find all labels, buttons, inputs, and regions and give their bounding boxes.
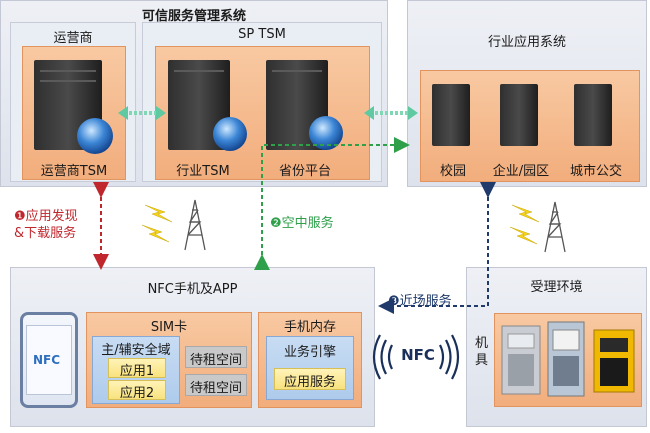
card-reader-icon <box>547 321 585 397</box>
nfc-symbol-label: NFC <box>401 346 435 364</box>
ota-label: ❷空中服务 <box>270 212 334 231</box>
sp-industry-double-arrow <box>364 106 418 120</box>
nfc-phone-title: NFC手机及APP <box>147 282 238 297</box>
business-engine-label: 业务引擎 <box>283 345 336 360</box>
near-field-number: ❸ <box>388 294 400 309</box>
bus-reader-icon <box>593 329 635 393</box>
app-1-label: 应用1 <box>119 364 155 379</box>
acceptance-title: 受理环境 <box>530 280 583 295</box>
operator-title: 运营商 <box>53 31 93 46</box>
app-discovery-label: ❶应用发现 &下载服务 <box>14 208 98 242</box>
app-1-box: 应用1 <box>108 358 166 379</box>
operator-tsm-label: 运营商TSM <box>40 164 108 179</box>
industry-item-campus: 校园 <box>439 164 466 179</box>
app-discovery-line2: &下载服务 <box>14 226 77 241</box>
phone-nfc-label: NFC <box>33 353 61 367</box>
rent-space-1-label: 待租空间 <box>189 353 242 368</box>
industry-tsm-label: 行业TSM <box>176 164 230 179</box>
rent-space-2-box: 待租空间 <box>185 374 247 396</box>
lightning-right-icon <box>509 204 540 245</box>
app-discovery-line1: 应用发现 <box>25 209 78 224</box>
phone-memory-title: 手机内存 <box>283 320 336 335</box>
rent-space-1-box: 待租空间 <box>185 346 247 368</box>
app-2-box: 应用2 <box>108 380 166 401</box>
nfc-waves-left-icon <box>372 334 393 380</box>
cell-tower-left-icon <box>184 199 206 251</box>
operator-globe-icon <box>77 118 113 154</box>
industry-tsm-globe-icon <box>213 117 247 151</box>
operator-sp-double-arrow <box>118 106 166 120</box>
ota-arrow <box>254 137 410 270</box>
near-field-label: ❸近场服务 <box>388 290 452 309</box>
nfc-waves-right-icon <box>439 334 460 380</box>
app-2-label: 应用2 <box>119 386 155 401</box>
near-field-arrow <box>378 182 496 314</box>
ota-text: 空中服务 <box>281 216 334 231</box>
trusted-system-title: 可信服务管理系统 <box>141 9 246 24</box>
ota-number: ❷ <box>270 216 282 231</box>
industry-item-bus: 城市公交 <box>569 164 622 179</box>
machine-label: 机具 <box>475 336 489 368</box>
phone-icon: NFC <box>20 312 78 408</box>
main-domain-label: 主/辅安全域 <box>101 343 171 358</box>
app-service-label: 应用服务 <box>283 375 336 390</box>
industry-item-enterprise: 企业/园区 <box>492 164 550 179</box>
bus-server-icon <box>574 84 612 146</box>
lightning-left-icon <box>141 204 173 243</box>
pos-terminal-icon <box>501 325 541 395</box>
cell-tower-right-icon <box>544 201 566 253</box>
rent-space-2-label: 待租空间 <box>189 381 242 396</box>
near-field-text: 近场服务 <box>399 294 452 309</box>
enterprise-server-icon <box>500 84 538 146</box>
province-platform-label: 省份平台 <box>278 164 331 179</box>
phone-screen <box>26 325 72 395</box>
sp-tsm-title: SP TSM <box>238 27 286 42</box>
industry-system-title: 行业应用系统 <box>487 35 566 50</box>
sim-card-title: SIM卡 <box>150 320 188 335</box>
campus-server-icon <box>432 84 470 146</box>
app-service-box: 应用服务 <box>274 368 346 390</box>
app-discovery-number: ❶ <box>14 209 26 224</box>
